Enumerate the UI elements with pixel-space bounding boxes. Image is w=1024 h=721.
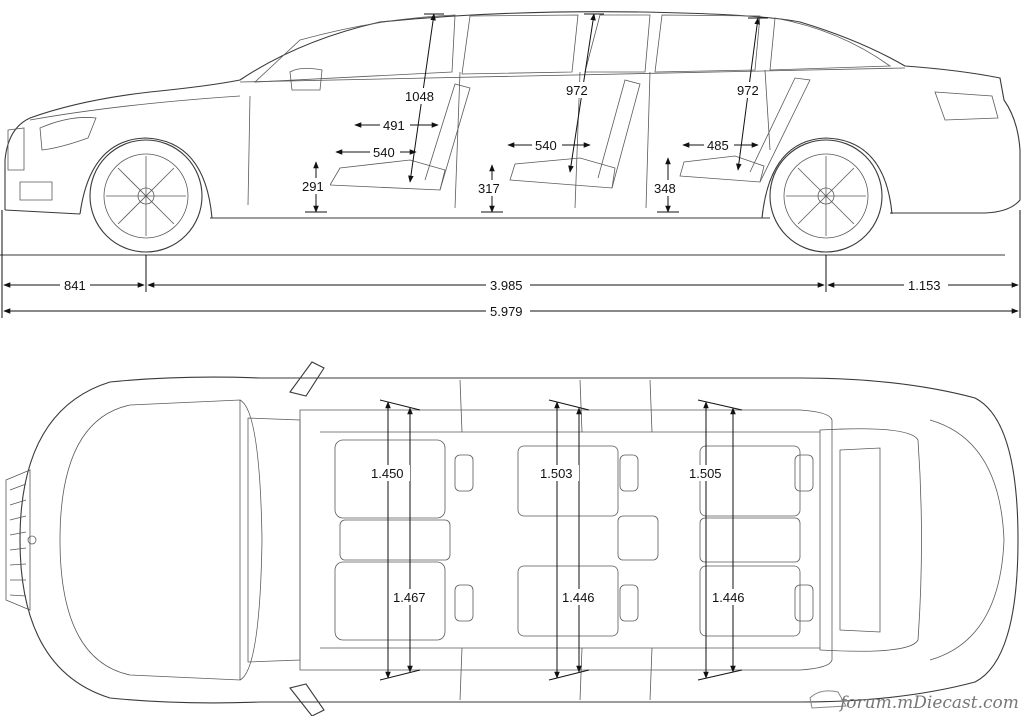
headroom-middle-label: 972	[566, 83, 588, 98]
width-front-upper-label: 1.450	[371, 466, 404, 481]
seat-height-middle-label: 317	[478, 181, 500, 196]
width-rear-upper-label: 1.505	[689, 466, 722, 481]
headroom-front-label: 1048	[405, 89, 434, 104]
legroom-front-label: 491	[383, 118, 405, 133]
width-rear-lower-label: 1.446	[712, 590, 745, 605]
width-front-lower-label: 1.467	[393, 590, 426, 605]
rear-overhang-label: 1.153	[908, 278, 941, 293]
seat-height-rear-label: 348	[654, 181, 676, 196]
seat-length-rear-label: 485	[707, 138, 729, 153]
side-view: 1048 972 972 491 540 540 485 291 317 348…	[0, 11, 1021, 319]
watermark-text: forum.mDiecast.com	[838, 693, 1019, 713]
front-overhang-label: 841	[64, 278, 86, 293]
front-wheel	[79, 137, 213, 253]
wheelbase-label: 3.985	[490, 278, 523, 293]
seat-length-middle-label: 540	[535, 138, 557, 153]
headroom-rear-label: 972	[737, 83, 759, 98]
total-length-label: 5.979	[490, 304, 523, 319]
watermark: forum.mDiecast.com	[809, 690, 1019, 713]
seat-height-front-label: 291	[302, 179, 324, 194]
width-middle-lower-label: 1.446	[562, 590, 595, 605]
rear-wheel	[761, 137, 893, 253]
width-dims	[379, 399, 743, 681]
overall-dims	[1, 210, 1021, 318]
seat-length-front-label: 540	[373, 145, 395, 160]
top-view: 1.450 1.503 1.505 1.467 1.446 1.446	[5, 361, 1019, 717]
width-middle-upper-label: 1.503	[540, 466, 573, 481]
